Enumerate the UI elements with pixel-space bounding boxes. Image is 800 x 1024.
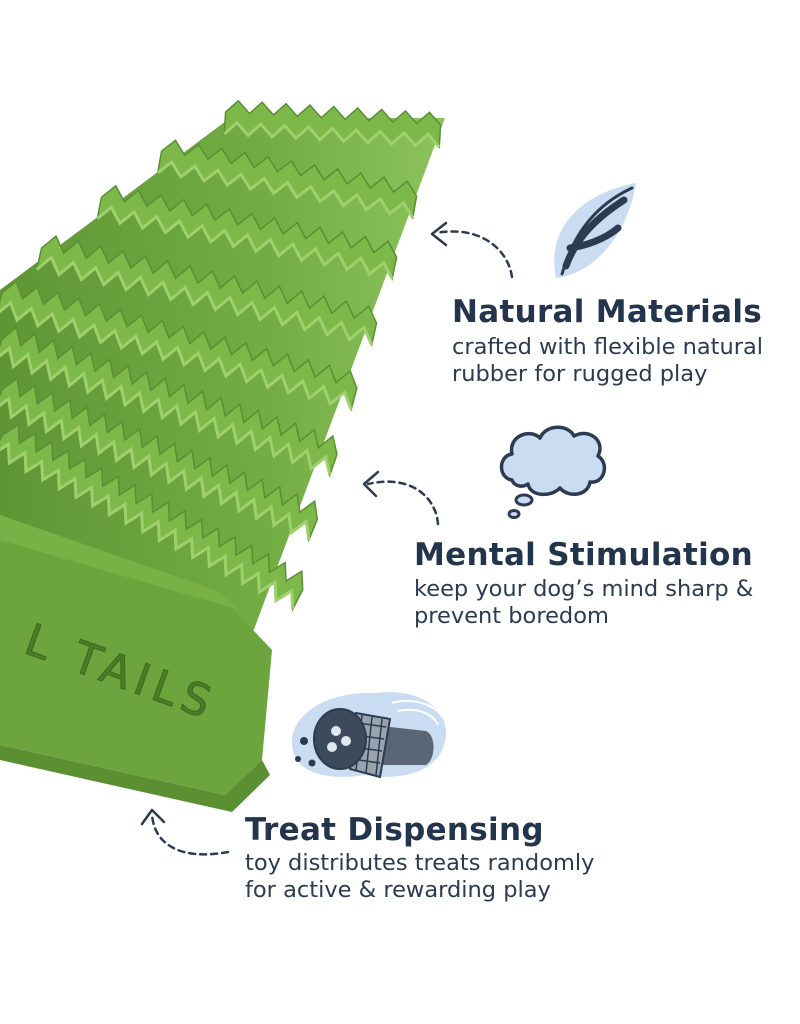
- toy-ridge-highlight: [0, 345, 332, 476]
- feature-title-mental-stimulation: Mental Stimulation: [414, 537, 753, 573]
- feature-desc-line: for active & rewarding play: [245, 877, 551, 903]
- treat-toy-icon: [291, 692, 447, 779]
- toy-base: [0, 515, 272, 795]
- toy-zigzag-ridges: [0, 99, 442, 613]
- arrow-natural-materials: [430, 221, 514, 279]
- toy-ridge-highlight: [96, 205, 394, 280]
- arrow-treat-dispensing: [140, 808, 230, 856]
- arrow-mental-stimulation: [362, 470, 440, 526]
- feature-desc-line: rubber for rugged play: [452, 361, 708, 387]
- feature-desc-line: keep your dog’s mind sharp &: [414, 576, 754, 602]
- toy-ridge-highlight: [0, 441, 295, 610]
- feature-title-treat-dispensing: Treat Dispensing: [245, 812, 544, 848]
- toy-ridge-highlight: [35, 255, 374, 346]
- toy-ridge-highlight: [0, 395, 311, 541]
- feature-desc-line: toy distributes treats randomly: [245, 850, 595, 876]
- thought-cloud-icon: [499, 425, 607, 519]
- feature-desc-natural-materials: crafted with flexible natural rubber for…: [452, 334, 763, 388]
- feature-desc-mental-stimulation: keep your dog’s mind sharp & prevent bor…: [414, 576, 753, 630]
- leaf-icon: [554, 183, 636, 278]
- toy-ridge-highlight: [156, 159, 415, 219]
- toy-ridge-highlight: [223, 120, 441, 148]
- feature-title-natural-materials: Natural Materials: [452, 294, 762, 330]
- feature-desc-line: crafted with flexible natural: [452, 334, 764, 360]
- toy-ridge-highlight: [0, 300, 353, 411]
- feature-desc-line: prevent boredom: [414, 603, 609, 629]
- feature-desc-treat-dispensing: toy distributes treats randomly for acti…: [245, 850, 594, 904]
